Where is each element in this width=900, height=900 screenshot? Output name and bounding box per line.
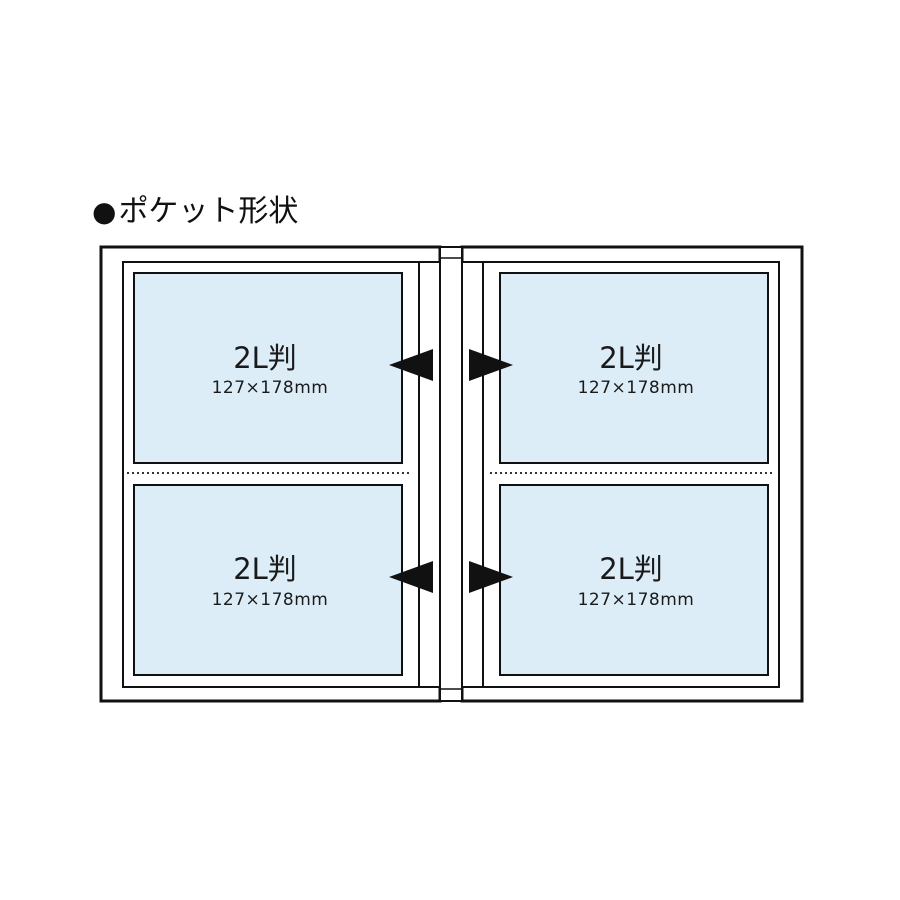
pocket-rect (499, 272, 769, 464)
pocket-rect (499, 484, 769, 676)
pocket-top-left: 2L判 127×178mm (133, 272, 403, 464)
left-binding-strip (418, 261, 441, 688)
pocket-size-name: 2L判 (599, 552, 663, 586)
arrow-right-icon (469, 561, 513, 593)
pocket-size-name: 2L判 (233, 552, 297, 586)
pocket-bottom-right: 2L判 127×178mm (499, 484, 769, 676)
title-text: ポケット形状 (118, 194, 299, 229)
diagram-title: ●ポケット形状 (92, 190, 298, 234)
album-spine (439, 246, 463, 702)
pocket-size-name: 2L判 (233, 341, 297, 375)
right-binding-strip (461, 261, 484, 688)
pocket-size-name: 2L判 (599, 341, 663, 375)
arrow-left-icon (389, 561, 433, 593)
pocket-dimensions: 127×178mm (578, 590, 695, 610)
bullet-icon: ● (92, 195, 117, 228)
pocket-dimensions: 127×178mm (578, 378, 695, 398)
arrow-right-icon (469, 349, 513, 381)
arrow-left-icon (389, 349, 433, 381)
pocket-dimensions: 127×178mm (212, 590, 329, 610)
pocket-rect (133, 484, 403, 676)
pocket-dimensions: 127×178mm (212, 378, 329, 398)
pocket-top-right: 2L判 127×178mm (499, 272, 769, 464)
pocket-bottom-left: 2L判 127×178mm (133, 484, 403, 676)
